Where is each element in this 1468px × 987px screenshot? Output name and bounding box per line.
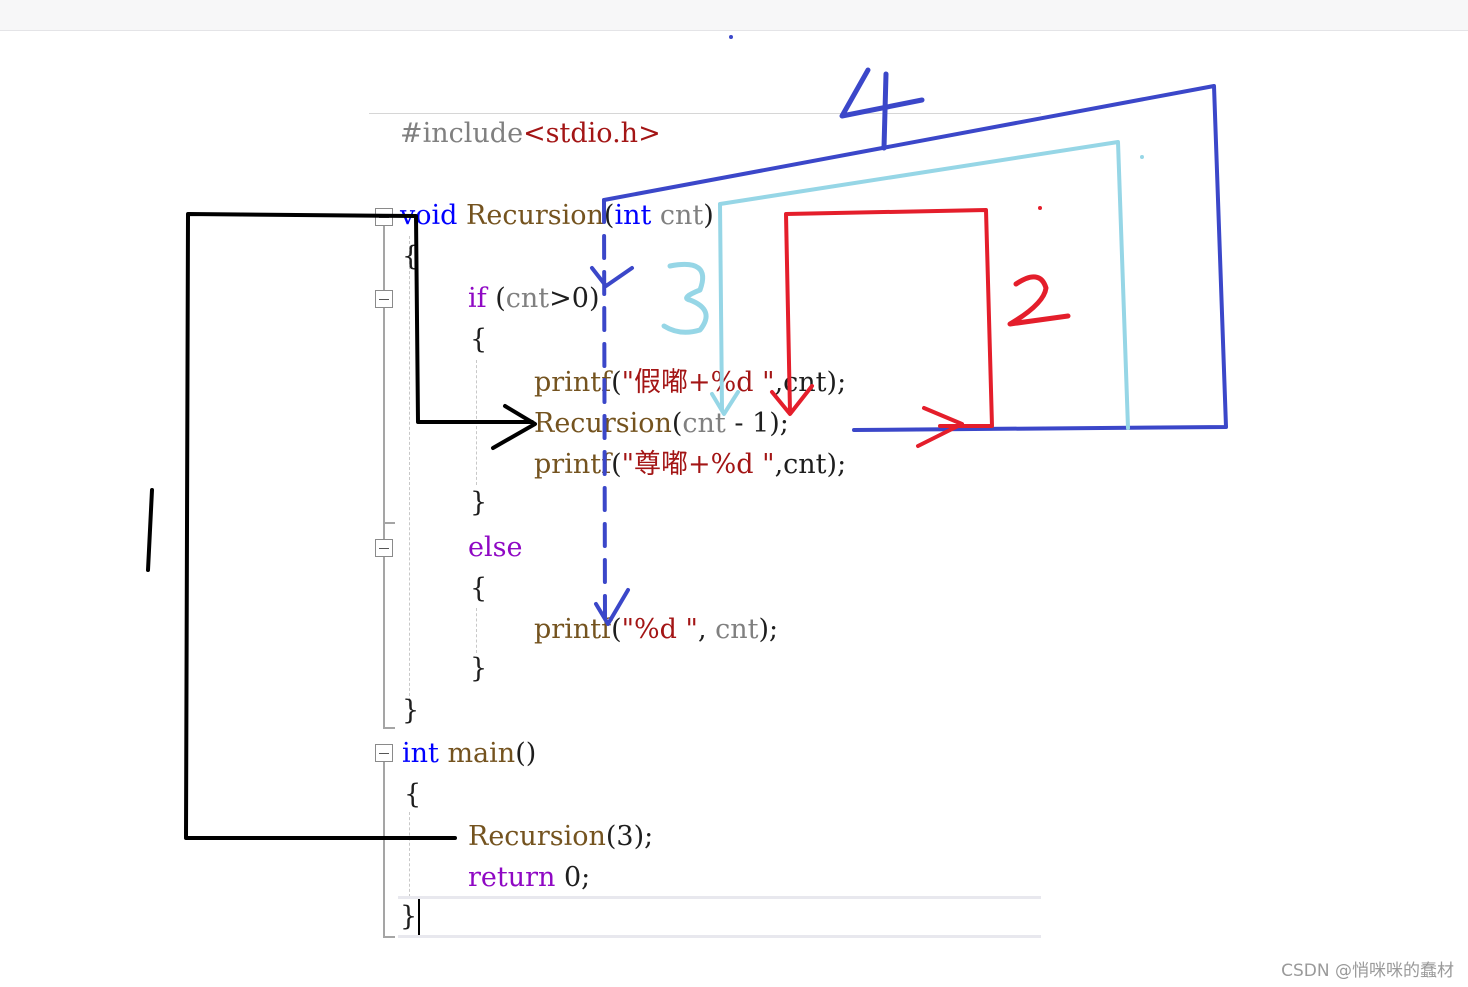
if-keyword: if [468,283,487,314]
main-name: main [438,738,516,769]
text-caret [418,899,420,935]
printf-var-3: cnt [715,614,759,645]
editor-top-divider [369,113,1041,114]
annotation-lightblue-arrowhead [710,390,740,416]
code-line-brace-open-2[interactable]: { [470,324,488,355]
annotation-red-arrowhead-down [770,384,814,416]
code-line-brace-close-1[interactable]: } [402,695,420,726]
function-name: Recursion [457,200,604,231]
code-line-main-signature[interactable]: int main() [402,737,536,771]
main-parens: () [515,738,537,769]
if-rest: >0) [549,283,600,314]
recursion-call-open: ( [671,408,683,439]
fold-end-if [383,522,395,524]
printf-fn: printf [534,367,612,398]
printf-string-3: "%d " [621,614,698,645]
code-line-else[interactable]: else [468,532,523,563]
current-line-highlight [398,896,1041,938]
recursion-call-var: cnt [682,408,726,439]
code-line-return[interactable]: return 0; [468,861,590,895]
recursion-call-rest: - 1); [725,408,789,439]
printf-open: ( [611,367,622,398]
printf-string: "假嘟+%d " [621,367,775,398]
fold-end-main [383,936,395,938]
code-line-brace-close-3[interactable]: } [470,653,488,684]
fold-toggle-else[interactable] [375,539,393,557]
paren-open: ( [603,200,615,231]
annotation-lightblue-3-glyph [661,261,709,335]
if-open: ( [486,283,506,314]
include-directive: #include [400,118,524,149]
main-call-fn: Recursion [468,821,606,852]
annotation-black-arrowhead [491,404,537,450]
code-line-brace-close-main[interactable]: } [400,901,418,932]
annotation-black-tick [146,488,154,572]
main-call-rest: (3); [605,821,654,852]
indent-guide-main [409,812,410,897]
code-line-printf-1[interactable]: printf("假嘟+%d ",cnt); [534,366,846,400]
fold-end-recursion [383,727,395,729]
annotation-blue-arrow-bottom [594,588,630,626]
printf-open-2: ( [611,449,622,480]
fold-line-main [383,762,385,938]
annotation-blue-dashed-down [602,198,607,622]
paren-close: ) [703,200,714,231]
annotation-red-frame [784,208,994,428]
return-keyword: return [468,862,556,893]
printf-fn-3: printf [534,614,612,645]
code-line-main-call[interactable]: Recursion(3); [468,820,653,854]
param-name: cnt [651,200,704,231]
code-line-brace-close-2[interactable]: } [470,487,488,518]
window-top-bar [0,0,1468,31]
annotation-blue-arrow-top [590,266,634,288]
param-type: int [614,200,652,231]
fold-toggle-main[interactable] [375,744,393,762]
csdn-watermark: CSDN @悄咪咪的蠢材 [1281,961,1454,981]
annotation-black-path [184,212,534,840]
main-return-type: int [402,738,439,769]
code-line-include[interactable]: #include<stdio.h> [400,117,661,151]
printf-rest: ,cnt); [774,367,847,398]
fold-line-recursion [383,226,385,729]
annotation-blue-dot [729,35,733,39]
code-line-printf-2[interactable]: printf("尊嘟+%d ",cnt); [534,448,846,482]
code-line-printf-3[interactable]: printf("%d ", cnt); [534,613,778,647]
annotation-red-2-glyph [1007,274,1071,327]
printf-rest-3: ); [758,614,779,645]
indent-guide-1 [409,236,410,706]
printf-open-3: ( [611,614,622,645]
code-line-brace-open-3[interactable]: { [470,573,488,604]
annotation-red-dot [1038,206,1042,210]
annotation-lightblue-dot [1140,155,1144,159]
return-rest: 0; [555,862,591,893]
printf-string-2: "尊嘟+%d " [621,449,775,480]
code-line-brace-open-main[interactable]: { [404,779,422,810]
printf-rest-2: ,cnt); [774,449,847,480]
printf-comma-3: , [697,614,716,645]
annotation-red-arrowhead-right [916,406,964,448]
annotation-blue-4-glyph [839,67,925,151]
fold-toggle-if[interactable] [375,290,393,308]
printf-fn-2: printf [534,449,612,480]
indent-guide-3 [476,608,477,653]
code-line-if[interactable]: if (cnt>0) [468,282,599,316]
annotation-blue-frame [602,84,1228,432]
if-var: cnt [505,283,550,314]
annotation-lightblue-frame [718,140,1130,430]
code-line-recursion-signature[interactable]: void Recursion(int cnt) [400,199,714,233]
include-header: <stdio.h> [523,118,661,149]
